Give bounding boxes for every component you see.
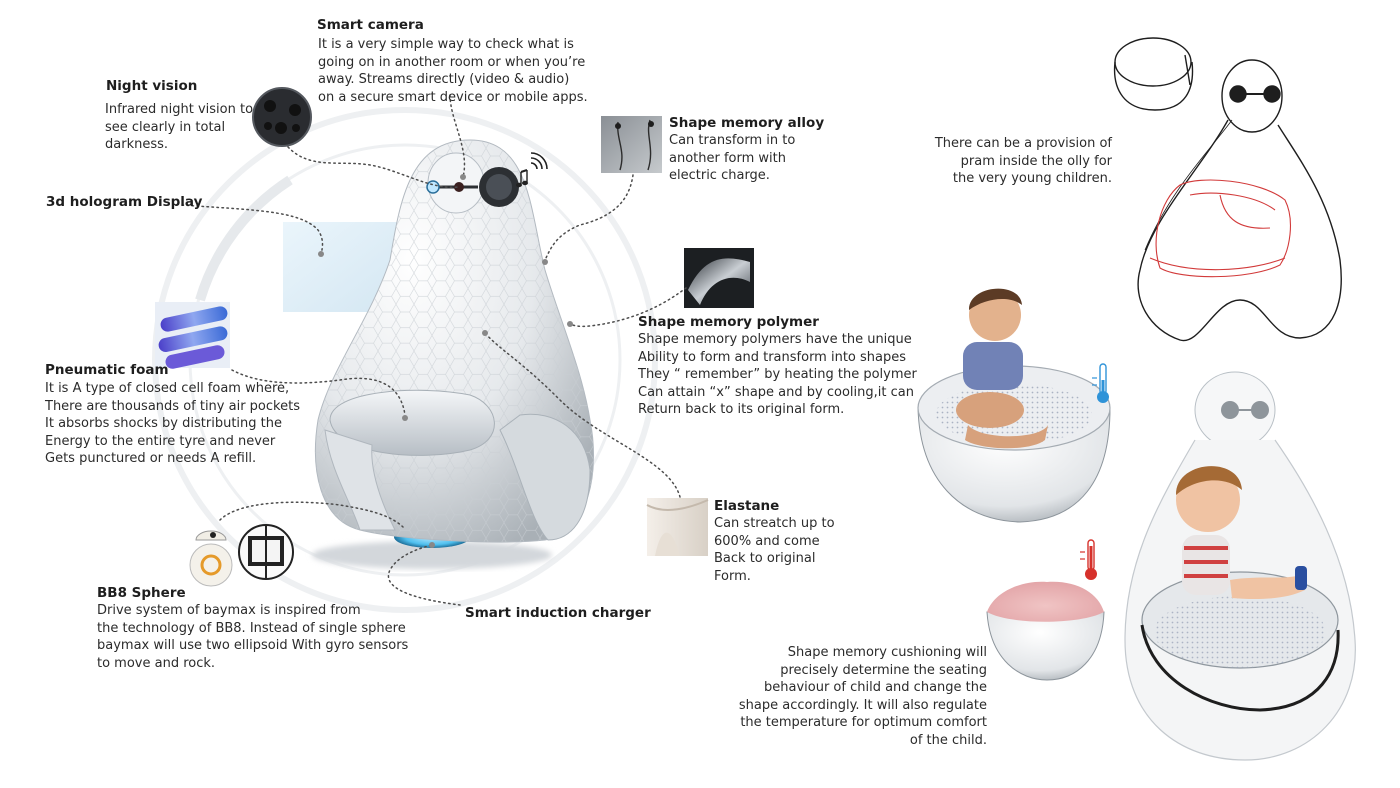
night-vision-description: Infrared night vision to see clearly in … xyxy=(105,102,254,152)
shape-memory-alloy-image xyxy=(601,116,662,173)
hologram-panel xyxy=(283,222,400,312)
hologram-display-title: 3d hologram Display xyxy=(46,194,203,210)
seat-bowl-with-boy xyxy=(917,288,1111,523)
cushioning-note: Shape memory cushioning will precisely d… xyxy=(738,645,987,748)
pneumatic-foam-description: It is A type of closed cell foam where, … xyxy=(45,381,300,466)
pram-sketch xyxy=(1113,37,1342,342)
shape-memory-polymer-title: Shape memory polymer xyxy=(638,314,819,330)
smart-camera-title: Smart camera xyxy=(317,17,424,33)
thermometer-cold-icon xyxy=(1092,363,1109,403)
olly-shell-with-girl xyxy=(1124,371,1356,761)
smart-camera-description: It is a very simple way to check what is… xyxy=(318,37,588,105)
pram-note: There can be a provision of pram inside … xyxy=(934,136,1112,186)
bb8-sphere-image xyxy=(189,524,294,587)
elastane-title: Elastane xyxy=(714,498,780,514)
shape-memory-polymer-image xyxy=(684,248,754,308)
elastane-image xyxy=(646,498,709,556)
night-vision-title: Night vision xyxy=(106,78,198,94)
wifi-sound-icon xyxy=(516,152,548,188)
bb8-sphere-title: BB8 Sphere xyxy=(97,585,186,601)
bb8-sphere-description: Drive system of baymax is inspired from … xyxy=(97,603,409,671)
callout-connectors xyxy=(181,94,687,606)
connector-dots xyxy=(318,174,573,548)
shape-memory-alloy-title: Shape memory alloy xyxy=(669,115,825,131)
elastane-description: Can streatch up to 600% and come Back to… xyxy=(714,516,835,584)
pram-inner-sketch xyxy=(1149,179,1291,278)
camera-lens xyxy=(426,180,440,194)
thermometer-hot-icon xyxy=(1080,539,1097,580)
olly-chair xyxy=(312,139,595,569)
pneumatic-foam-image xyxy=(155,302,230,369)
pneumatic-foam-title: Pneumatic foam xyxy=(45,362,169,378)
shape-memory-alloy-description: Can transform in to another form with el… xyxy=(669,133,796,183)
shape-memory-polymer-description: Shape memory polymers have the unique Ab… xyxy=(638,332,917,417)
induction-charger-title: Smart induction charger xyxy=(465,605,651,621)
shape-memory-cushion xyxy=(986,581,1105,681)
night-vision-camera-image xyxy=(252,87,312,147)
